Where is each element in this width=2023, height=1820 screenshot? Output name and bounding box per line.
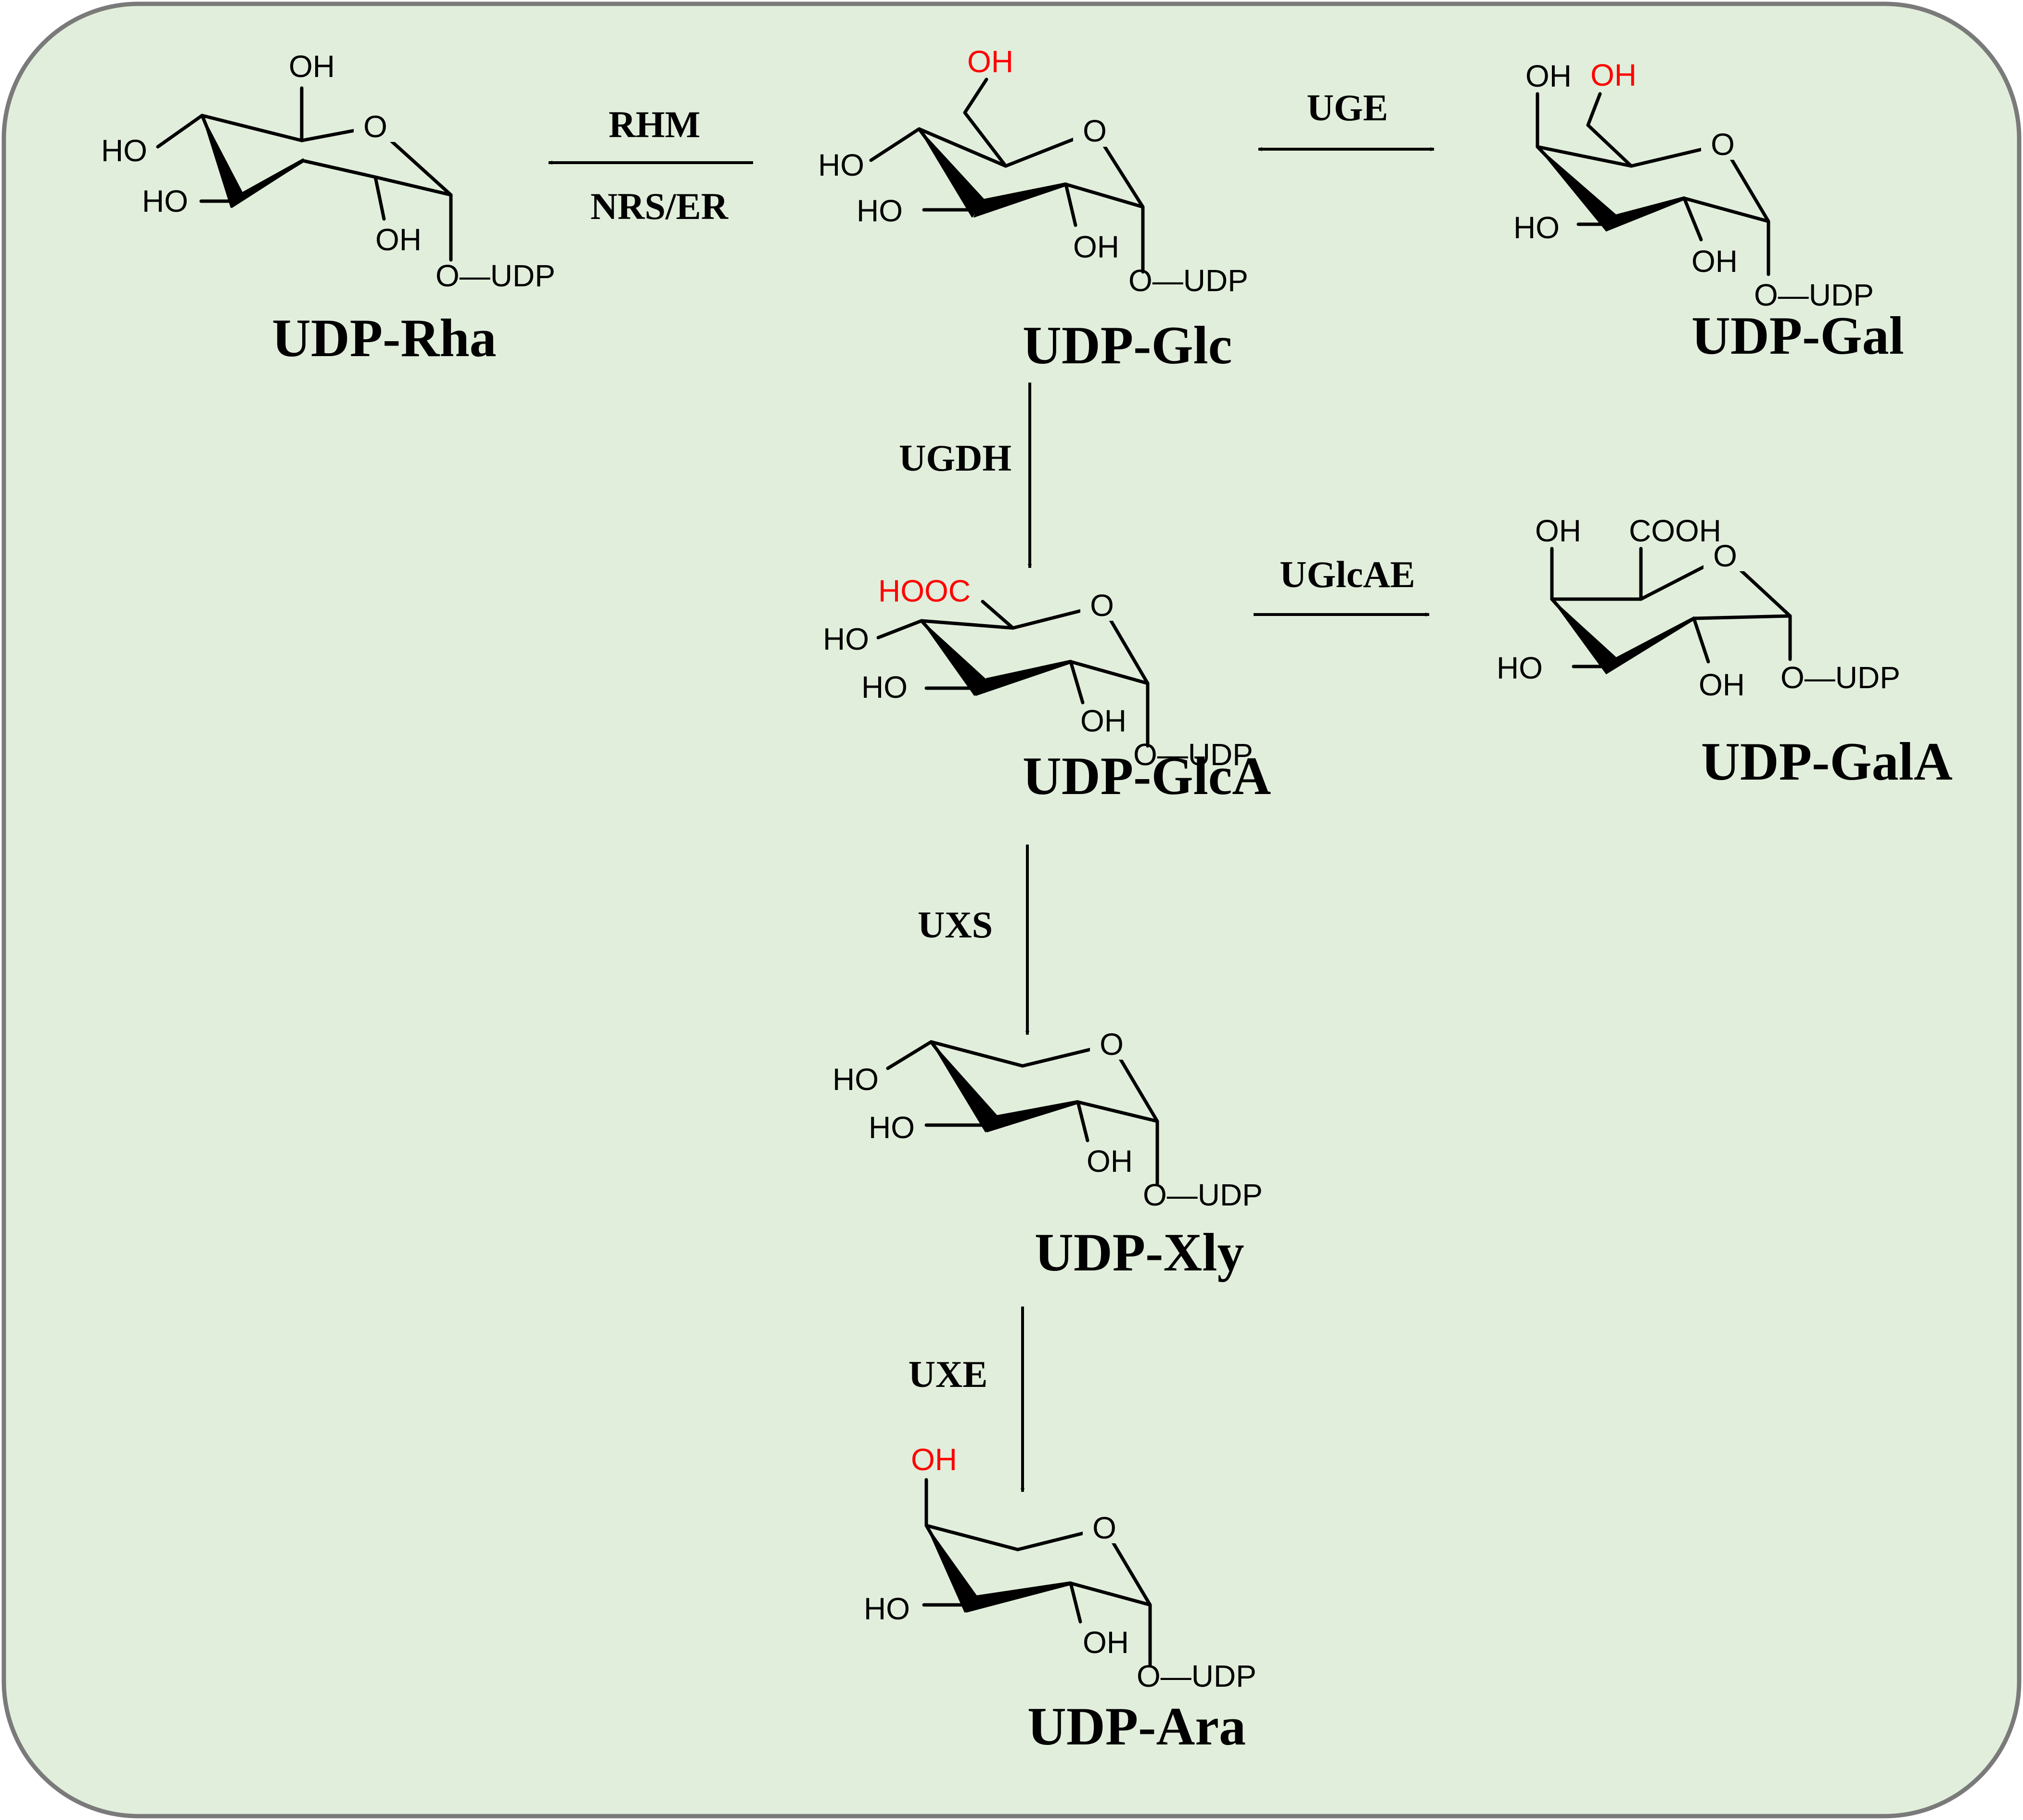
gal-oh-c6: OH — [1590, 58, 1637, 92]
glc-oh-c4: HO — [818, 148, 864, 182]
glca-glycosidic-udp: O—UDP — [1133, 737, 1253, 772]
uxe-enzyme-label: UXE — [909, 1353, 988, 1395]
ara-ring-oxygen: O — [1092, 1511, 1116, 1545]
xyl-oh-c3: HO — [869, 1110, 915, 1145]
udp-xyl-name: UDP-Xly — [1035, 1223, 1244, 1282]
xyl-oh-c2: OH — [1087, 1144, 1133, 1179]
xyl-ring-oxygen: O — [1100, 1027, 1124, 1062]
udp-glca-structure: O HOOC HO HO OH O—UDP UDP-GlcA — [823, 574, 1271, 806]
glca-oh-c2: OH — [1080, 704, 1127, 738]
glc-oh-c2: OH — [1073, 230, 1119, 264]
nrs-er-enzyme-label: NRS/ER — [590, 185, 729, 227]
udp-gal-name: UDP-Gal — [1691, 306, 1904, 366]
udp-glc-structure: O OH HO HO OH O—UDP UDP-Glc — [818, 44, 1248, 375]
udp-glca-name: UDP-GlcA — [1023, 746, 1271, 806]
rha-oh-c3: HO — [142, 184, 188, 218]
glc-oh-c3: HO — [857, 193, 903, 228]
xyl-glycosidic-udp: O—UDP — [1143, 1178, 1263, 1212]
gala-glycosidic-udp: O—UDP — [1780, 660, 1900, 695]
gala-oh-c2: OH — [1699, 667, 1745, 702]
glca-ring-oxygen: O — [1090, 588, 1114, 623]
gal-oh-c2: OH — [1691, 244, 1738, 279]
gala-oh-c4: OH — [1535, 513, 1581, 548]
gala-cooh: COOH — [1629, 513, 1721, 548]
glca-oh-c3: HO — [861, 670, 908, 705]
rha-ring-oxygen: O — [363, 109, 387, 144]
ugdh-enzyme-label: UGDH — [899, 437, 1012, 479]
rha-oh-top: OH — [289, 49, 335, 84]
uxs-enzyme-label: UXS — [918, 904, 993, 946]
gal-ring-oxygen: O — [1711, 127, 1735, 162]
udp-gal-structure: O OH OH HO OH O—UDP UDP-Gal — [1513, 58, 1904, 366]
glc-oh-c6: OH — [967, 44, 1013, 79]
xyl-oh-c4: HO — [832, 1062, 879, 1097]
rha-oh-left: HO — [101, 133, 147, 168]
ara-oh-c3: HO — [864, 1591, 910, 1626]
udp-rha-structure: O OH HO HO OH O—UDP UDP-Rha — [101, 49, 555, 368]
gal-glycosidic-udp: O—UDP — [1754, 278, 1874, 312]
udp-rha-name: UDP-Rha — [272, 308, 497, 368]
ara-glycosidic-udp: O—UDP — [1137, 1659, 1256, 1693]
glca-oh-c4: HO — [823, 622, 869, 656]
gal-oh-c3: HO — [1513, 210, 1560, 245]
glca-cooh: HOOC — [878, 574, 971, 608]
udp-gala-structure: O OH COOH HO OH O—UDP UDP-GalA — [1497, 513, 1953, 792]
udp-glc-name: UDP-Glc — [1023, 316, 1232, 375]
gala-oh-c3: HO — [1497, 651, 1543, 685]
uglcae-enzyme-label: UGlcAE — [1280, 553, 1415, 595]
glc-glycosidic-udp: O—UDP — [1128, 263, 1248, 298]
ara-oh-c2: OH — [1083, 1625, 1129, 1660]
rha-oh-c2: OH — [375, 222, 422, 257]
rhm-enzyme-label: RHM — [609, 103, 701, 145]
gala-ring-oxygen: O — [1713, 538, 1737, 573]
glc-ring-oxygen: O — [1083, 114, 1107, 148]
udp-ara-name: UDP-Ara — [1027, 1697, 1246, 1756]
udp-gala-name: UDP-GalA — [1701, 732, 1953, 792]
gal-oh-c4: OH — [1525, 59, 1572, 93]
rha-glycosidic-udp: O—UDP — [435, 258, 555, 293]
ara-oh-c4: OH — [911, 1442, 957, 1477]
uge-enzyme-label: UGE — [1306, 87, 1388, 128]
udp-ara-structure: O OH HO OH O—UDP UDP-Ara — [864, 1442, 1256, 1756]
udp-xyl-structure: O HO HO OH O—UDP UDP-Xly — [832, 1027, 1263, 1282]
